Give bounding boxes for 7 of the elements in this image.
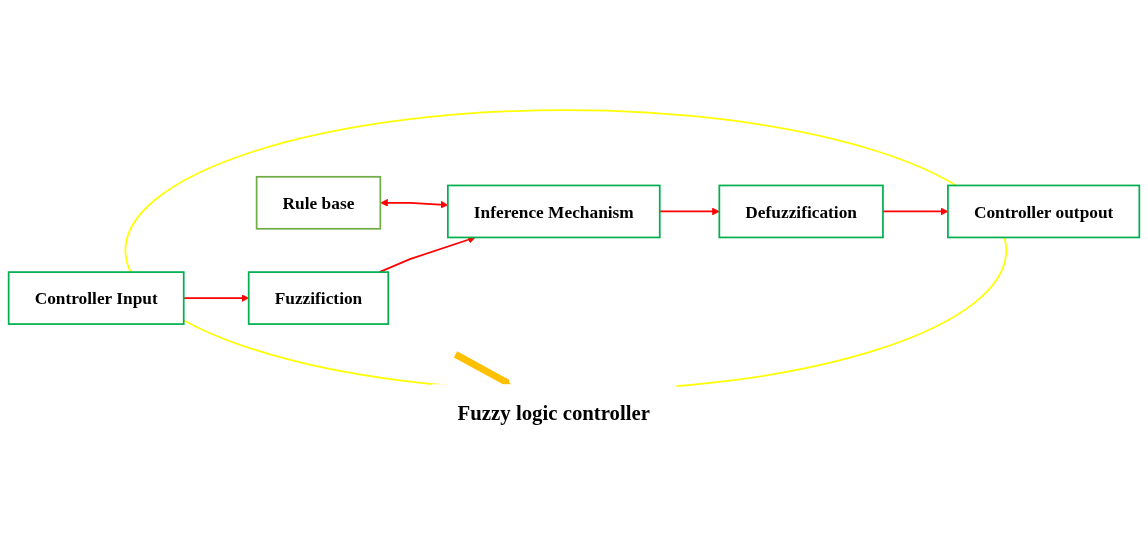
node-box: Fuzzifiction [247,271,390,325]
node-box: Rule base [255,175,382,230]
node-box: Controller Input [7,271,185,325]
node-box: Controller outpout [947,184,1141,239]
arrow [378,236,476,273]
node-box: Inference Mechanism [447,184,661,239]
node-box: Defuzzification [718,184,884,239]
